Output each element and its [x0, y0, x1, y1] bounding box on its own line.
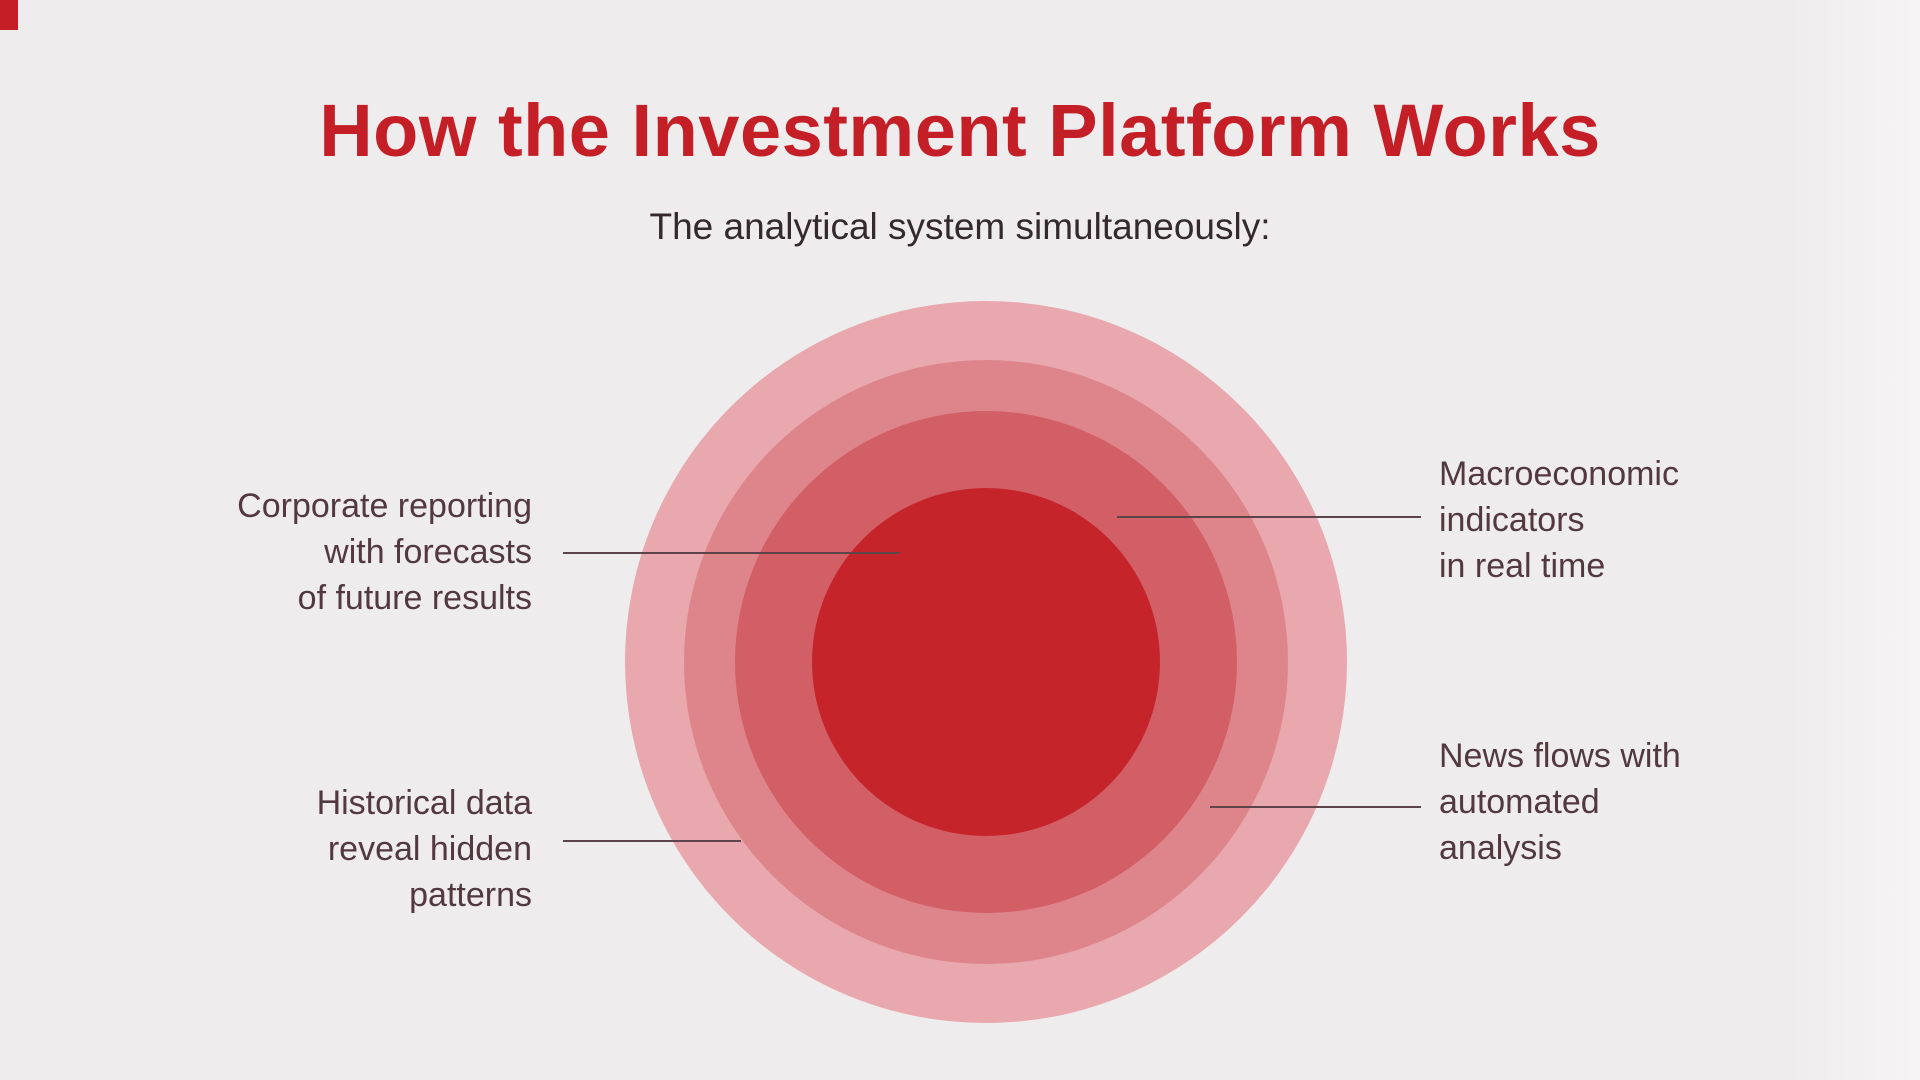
page-title: How the Investment Platform Works — [319, 89, 1601, 172]
label-corporate-reporting: Corporate reporting with forecasts of fu… — [237, 487, 532, 617]
corner-accent-mark — [0, 0, 18, 30]
page-subtitle: The analytical system simultaneously: — [649, 206, 1271, 247]
connector-line-corporate — [563, 552, 900, 554]
connector-line-news — [1210, 806, 1421, 808]
label-historical-data: Historical data reveal hidden patterns — [316, 784, 532, 914]
connector-line-historical — [563, 840, 741, 842]
label-news-flows: News flows with automated analysis — [1439, 737, 1681, 867]
label-macroeconomic-indicators: Macroeconomic indicators in real time — [1439, 455, 1679, 585]
ring-inner — [812, 488, 1160, 836]
connector-line-macroeconomic — [1117, 516, 1421, 518]
